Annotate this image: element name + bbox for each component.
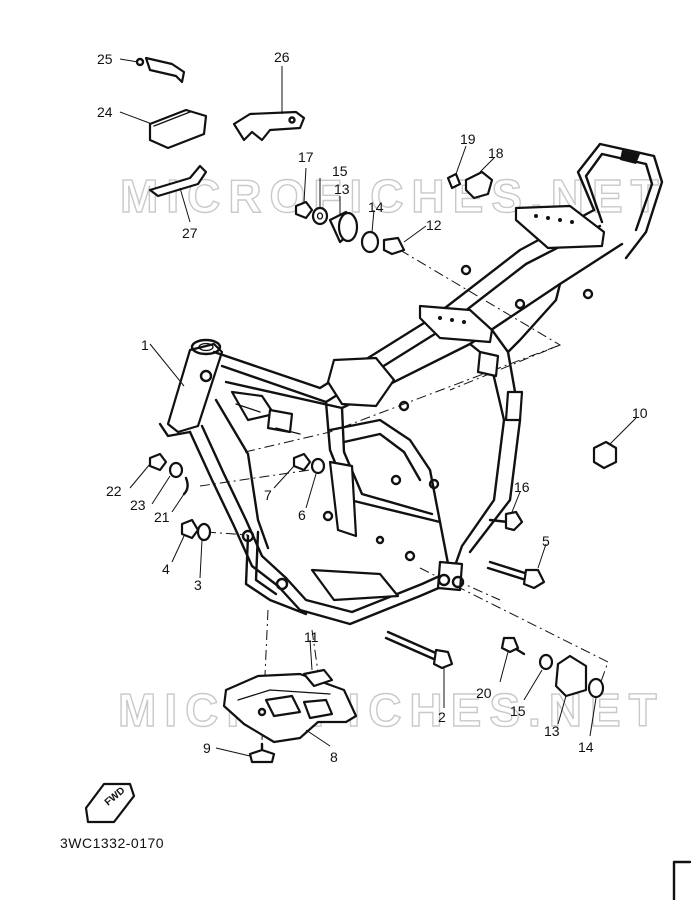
part-9-bolt (248, 742, 276, 764)
part-14-collar (360, 230, 380, 254)
callout-8: 8 (330, 749, 338, 765)
corner-crop-mark (672, 860, 692, 900)
callout-13b: 13 (544, 723, 560, 739)
part-24-pad (148, 108, 208, 150)
callout-10: 10 (632, 405, 648, 421)
head-pipe (166, 342, 224, 434)
callout-15a: 15 (332, 163, 348, 179)
part-11-bracket (302, 668, 334, 688)
part-21-clip (182, 476, 189, 496)
frame-assembly (158, 142, 664, 626)
callout-23: 23 (130, 497, 146, 513)
part-19-bolt (446, 172, 462, 190)
part-23-washer (168, 461, 184, 479)
callout-27: 27 (182, 225, 198, 241)
callout-18: 18 (488, 145, 504, 161)
callout-15b: 15 (510, 703, 526, 719)
callout-4: 4 (162, 561, 170, 577)
part-26-bracket (232, 110, 306, 142)
lower-mount-parts (500, 636, 605, 699)
left-hardware (148, 452, 212, 542)
callout-6: 6 (298, 507, 306, 523)
part-13b-bushing (554, 654, 588, 698)
part-18-clamp (464, 170, 494, 200)
callout-3: 3 (194, 577, 202, 593)
head-pipe-top (190, 338, 222, 356)
part-15b-washer (538, 653, 554, 671)
callout-1: 1 (141, 337, 149, 353)
part-15-washer (311, 206, 329, 226)
part-5-bolt (486, 560, 546, 590)
part-10-cap (592, 440, 618, 470)
callout-11: 11 (304, 629, 319, 645)
callout-labels: 25 24 26 27 17 15 13 14 12 19 18 1 10 22… (97, 49, 648, 765)
seat-bracket (326, 356, 396, 408)
part-2-bolt (384, 630, 454, 670)
callout-12: 12 (426, 217, 442, 233)
callout-14a: 14 (368, 199, 384, 215)
mid-cross-plate (418, 304, 494, 344)
callout-7: 7 (264, 487, 272, 503)
part-16-bolt (488, 510, 524, 532)
callout-14b: 14 (578, 739, 594, 755)
rear-cross-plate (514, 204, 606, 250)
part-17-nut (294, 200, 314, 220)
part-18-19-clamp (446, 170, 494, 200)
callout-2: 2 (438, 709, 446, 725)
fwd-arrow-icon: FWD (84, 782, 136, 824)
callout-17: 17 (298, 149, 314, 165)
callout-16: 16 (514, 479, 530, 495)
callout-22: 22 (106, 483, 122, 499)
part-22-bolt (148, 452, 168, 472)
upper-mount-parts (294, 200, 406, 256)
part-14b-collar (587, 677, 605, 699)
side-plate (328, 460, 358, 538)
callout-21: 21 (154, 509, 170, 525)
part-7-nut (292, 452, 312, 472)
callout-26: 26 (274, 49, 290, 65)
part-27-strap (148, 164, 208, 198)
callout-5: 5 (542, 533, 550, 549)
callout-13a: 13 (334, 181, 350, 197)
callout-25: 25 (97, 51, 113, 67)
leader-lines (119, 58, 637, 757)
lower-cross-plate (310, 568, 400, 602)
part-6-washer (310, 457, 326, 475)
part-3-washer (196, 522, 212, 542)
diagram-code: 3WC1332-0170 (60, 835, 164, 851)
part-4-nut (180, 518, 200, 540)
callout-24: 24 (97, 104, 113, 120)
callout-9: 9 (203, 740, 211, 756)
part-25-clip (135, 56, 186, 84)
callout-19: 19 (460, 131, 476, 147)
callout-20: 20 (476, 685, 492, 701)
part-20-bolt (500, 636, 520, 654)
part-8-skid-plate (222, 672, 358, 744)
center-hardware (292, 452, 326, 475)
part-12-bolt (382, 236, 406, 256)
